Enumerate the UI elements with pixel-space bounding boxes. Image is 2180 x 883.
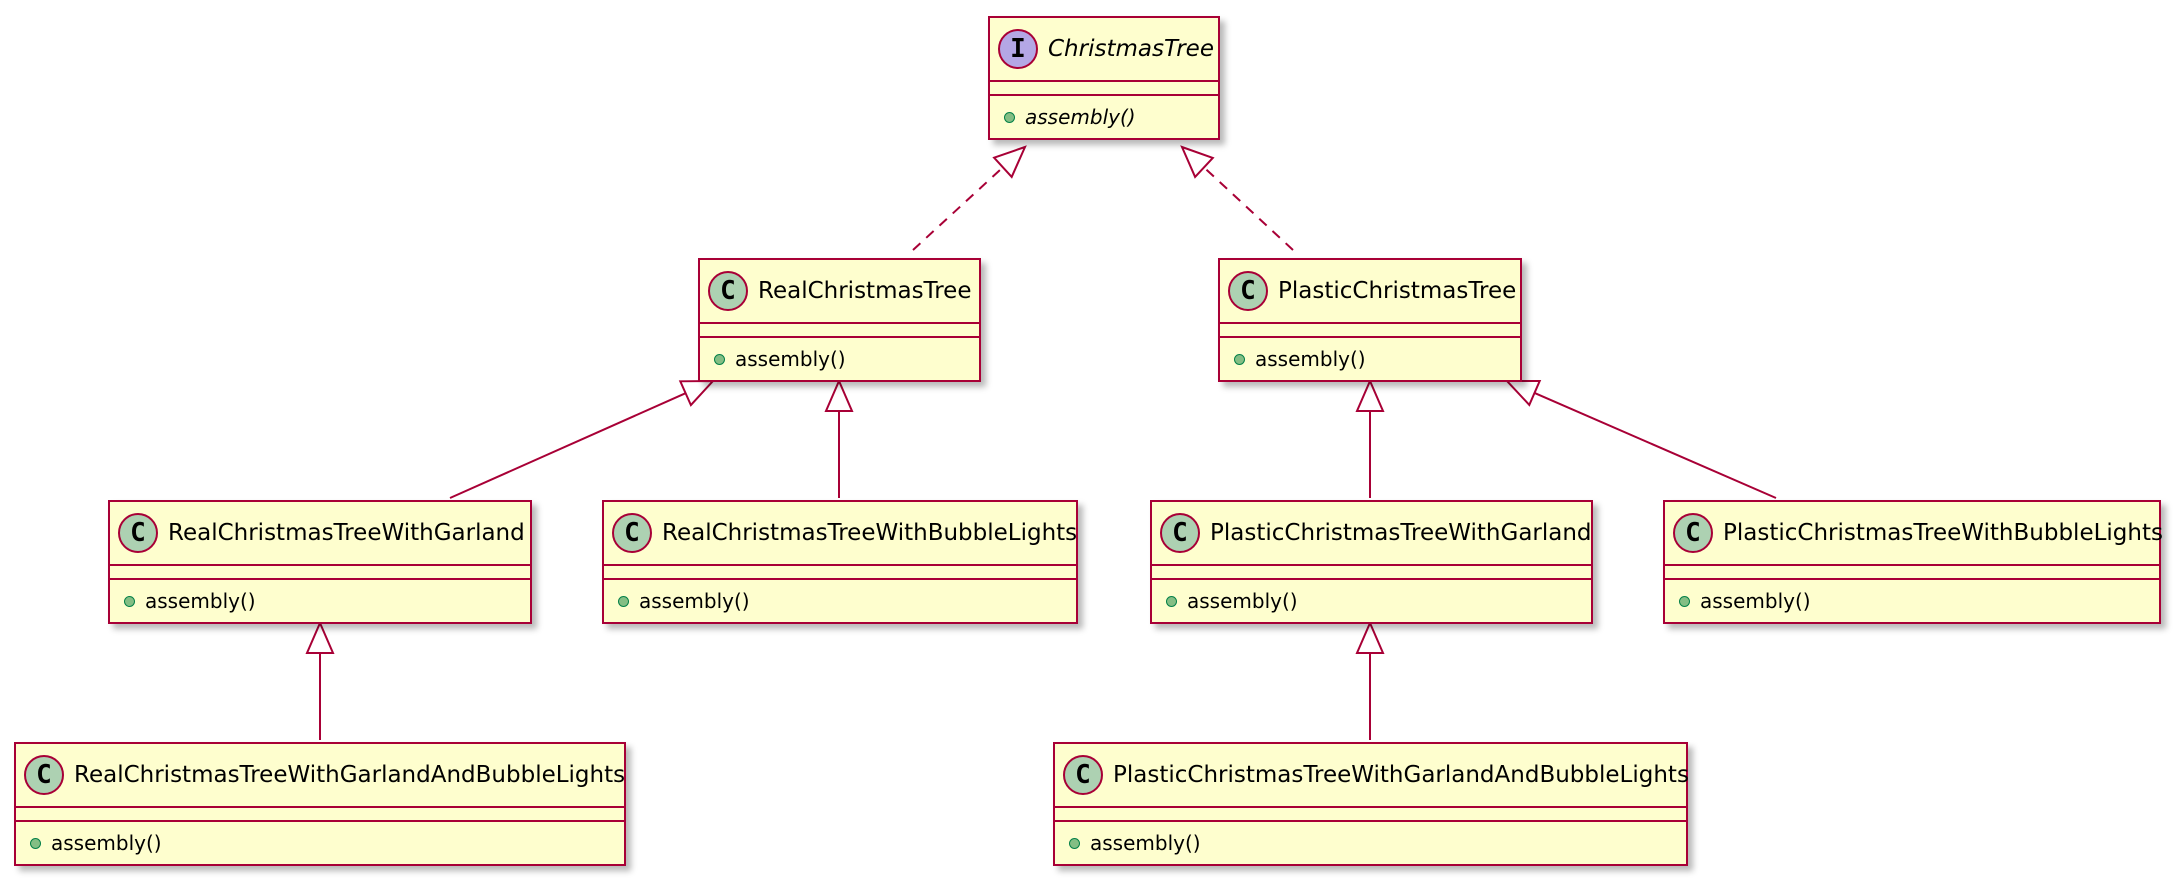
hollow-arrowhead-icon — [992, 145, 1027, 179]
interface-badge-icon: I — [998, 29, 1038, 69]
class-header: C RealChristmasTreeWithGarland — [110, 502, 530, 564]
hollow-arrowhead-icon — [824, 378, 854, 412]
method-assembly: assembly() — [1255, 347, 1366, 371]
method-assembly: assembly() — [1025, 105, 1136, 129]
realization-line — [912, 166, 1004, 251]
method-assembly: assembly() — [639, 589, 750, 613]
class-name: PlasticChristmasTreeWithGarland — [1210, 520, 1592, 546]
hollow-arrowhead-icon — [1355, 620, 1385, 654]
class-real-christmas-tree-with-garland[interactable]: C RealChristmasTreeWithGarland assembly(… — [108, 500, 532, 624]
attributes-compartment — [110, 564, 530, 580]
hollow-arrowhead-icon — [305, 620, 335, 654]
methods-compartment: assembly() — [110, 580, 530, 622]
edge-real-garland-bubble-extends-real-garland — [305, 620, 335, 740]
public-method-icon — [714, 353, 725, 365]
hollow-arrowhead-icon — [1504, 380, 1542, 407]
attributes-compartment — [1152, 564, 1591, 580]
attributes-compartment — [1220, 322, 1520, 338]
methods-compartment: assembly() — [1055, 822, 1686, 864]
public-method-icon — [1679, 595, 1690, 607]
class-name: RealChristmasTreeWithGarlandAndBubbleLig… — [74, 762, 626, 788]
methods-compartment: assembly() — [990, 96, 1218, 138]
method-assembly: assembly() — [51, 831, 162, 855]
class-header: I ChristmasTree — [990, 18, 1218, 80]
method-assembly: assembly() — [1700, 589, 1811, 613]
interface-christmas-tree[interactable]: I ChristmasTree assembly() — [988, 16, 1220, 140]
method-assembly: assembly() — [1187, 589, 1298, 613]
class-badge-icon: C — [708, 271, 748, 311]
class-badge-icon: C — [1673, 513, 1713, 553]
class-badge-icon: C — [118, 513, 158, 553]
class-badge-icon: C — [1160, 513, 1200, 553]
public-method-icon — [1069, 837, 1080, 849]
edge-real-tree-realizes-christmas-tree — [912, 145, 1027, 251]
class-name: PlasticChristmasTreeWithBubbleLights — [1723, 520, 2163, 546]
method-assembly: assembly() — [1090, 831, 1201, 855]
attributes-compartment — [700, 322, 979, 338]
edge-plastic-garland-bubble-extends-plastic-garland — [1355, 620, 1385, 740]
edge-real-garland-extends-real-tree — [449, 379, 716, 499]
class-real-christmas-tree[interactable]: C RealChristmasTree assembly() — [698, 258, 981, 382]
class-header: C PlasticChristmasTreeWithGarlandAndBubb… — [1055, 744, 1689, 806]
attributes-compartment — [1665, 564, 2159, 580]
methods-compartment: assembly() — [700, 338, 979, 380]
class-name: RealChristmasTreeWithGarland — [168, 520, 525, 546]
hollow-arrowhead-icon — [678, 379, 716, 407]
edge-real-bubble-extends-real-tree — [824, 378, 854, 498]
hollow-arrowhead-icon — [1180, 145, 1215, 179]
hollow-arrowhead-icon — [1355, 378, 1385, 412]
class-name: RealChristmasTreeWithBubbleLights — [662, 520, 1078, 546]
class-badge-icon: C — [1228, 271, 1268, 311]
class-real-christmas-tree-with-garland-and-bubble-lights[interactable]: C RealChristmasTreeWithGarlandAndBubbleL… — [14, 742, 626, 866]
class-plastic-christmas-tree-with-bubble-lights[interactable]: C PlasticChristmasTreeWithBubbleLights a… — [1663, 500, 2163, 624]
edge-plastic-bubble-extends-plastic-tree — [1504, 380, 1777, 499]
class-badge-icon: C — [612, 513, 652, 553]
method-assembly: assembly() — [145, 589, 256, 613]
attributes-compartment — [604, 564, 1076, 580]
public-method-icon — [124, 595, 135, 607]
class-header: C PlasticChristmasTreeWithGarland — [1152, 502, 1592, 564]
public-method-icon — [1234, 353, 1245, 365]
class-plastic-christmas-tree-with-garland[interactable]: C PlasticChristmasTreeWithGarland assemb… — [1150, 500, 1593, 624]
attributes-compartment — [16, 806, 624, 822]
class-header: C RealChristmasTreeWithBubbleLights — [604, 502, 1078, 564]
methods-compartment: assembly() — [1152, 580, 1591, 622]
class-header: C RealChristmasTreeWithGarlandAndBubbleL… — [16, 744, 626, 806]
public-method-icon — [30, 837, 41, 849]
edge-plastic-tree-realizes-christmas-tree — [1180, 145, 1294, 251]
class-header: C RealChristmasTree — [700, 260, 979, 322]
methods-compartment: assembly() — [16, 822, 624, 864]
attributes-compartment — [990, 80, 1218, 96]
methods-compartment: assembly() — [1665, 580, 2159, 622]
class-name: PlasticChristmasTree — [1278, 278, 1517, 304]
methods-compartment: assembly() — [1220, 338, 1520, 380]
inheritance-line — [1534, 392, 1777, 499]
realization-line — [1203, 166, 1294, 251]
inheritance-line — [449, 392, 686, 499]
class-name: PlasticChristmasTreeWithGarlandAndBubble… — [1113, 762, 1689, 788]
public-method-icon — [1166, 595, 1177, 607]
public-method-icon — [1004, 111, 1015, 123]
public-method-icon — [618, 595, 629, 607]
interface-name: ChristmasTree — [1048, 36, 1214, 62]
class-plastic-christmas-tree-with-garland-and-bubble-lights[interactable]: C PlasticChristmasTreeWithGarlandAndBubb… — [1053, 742, 1689, 866]
class-plastic-christmas-tree[interactable]: C PlasticChristmasTree assembly() — [1218, 258, 1522, 382]
class-real-christmas-tree-with-bubble-lights[interactable]: C RealChristmasTreeWithBubbleLights asse… — [602, 500, 1078, 624]
class-name: RealChristmasTree — [758, 278, 972, 304]
attributes-compartment — [1055, 806, 1686, 822]
class-header: C PlasticChristmasTreeWithBubbleLights — [1665, 502, 2163, 564]
methods-compartment: assembly() — [604, 580, 1076, 622]
method-assembly: assembly() — [735, 347, 846, 371]
class-badge-icon: C — [1063, 755, 1103, 795]
edge-plastic-garland-extends-plastic-tree — [1355, 378, 1385, 498]
class-badge-icon: C — [24, 755, 64, 795]
class-header: C PlasticChristmasTree — [1220, 260, 1520, 322]
